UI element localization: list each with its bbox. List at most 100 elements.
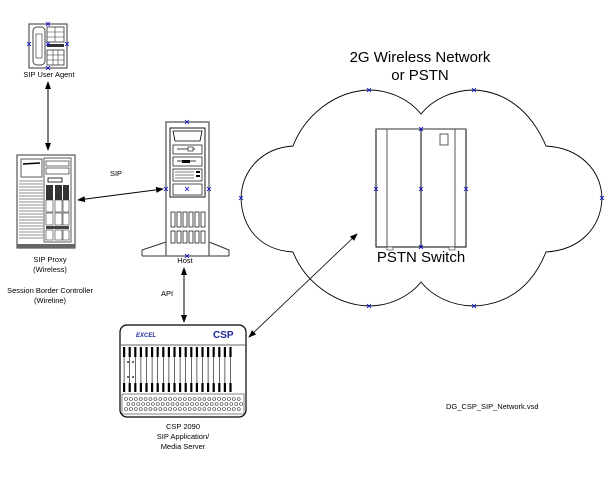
card-slot-top [123,347,126,357]
vent-hole [124,407,128,411]
vent-hole [175,402,180,406]
sip-proxy-label: SIP Proxy [33,255,67,264]
card-slot-bottom [167,383,170,392]
vent-hole [197,407,202,411]
server-rack-icon [16,154,76,249]
card-slot-bottom [218,383,221,392]
vent-hole [178,397,182,401]
card-slot-bottom [195,383,198,392]
connection-point-marker [471,87,477,93]
vent-hole [124,397,128,401]
connection-point-marker [471,303,477,309]
card-slot-top [223,347,226,357]
card-slot-top [190,347,193,357]
card-slot-bottom [184,383,187,392]
vent-hole [202,397,207,401]
vent-hole [178,407,182,411]
vent-hole [143,397,148,401]
led [132,376,134,378]
connection-point-marker [26,41,32,47]
vent-hole [234,402,238,406]
connection-point-marker [184,253,190,259]
vent-hole [153,407,158,411]
card-slot-bottom [212,383,215,392]
led [127,361,129,363]
card-slot-top [173,347,176,357]
card-slot-bottom [139,383,142,392]
vent-hole [129,407,133,411]
api-edge-label: API [160,289,174,298]
vent-hole [180,402,185,406]
sip-proxy-sublabel: (Wireless) [33,265,67,274]
sbc-label: Session Border Controller [7,286,93,295]
filename-label: DG_CSP_SIP_Network.vsd [446,402,539,411]
connection-point-marker [599,195,605,201]
vent-hole [227,397,231,401]
vent-hole [207,407,212,411]
vent-hole [212,397,216,401]
card-slot-bottom [201,383,204,392]
connection-point-marker [238,195,244,201]
vent-hole [236,397,241,401]
connection-point-marker [184,119,190,125]
vent-hole [173,397,177,401]
vent-hole [229,402,234,406]
vent-hole [224,402,229,406]
vent-hole [141,402,145,406]
vent-hole [148,407,153,411]
vent-hole [222,407,226,411]
csp-label: CSP 2090 [165,422,201,431]
connection-point-marker [206,186,212,192]
edge-csp-pstn [248,233,358,338]
connection-point-marker [45,21,51,27]
card-slot-top [184,347,187,357]
card-slots [123,347,232,392]
card-slot-bottom [229,383,232,392]
sip-edge-label: SIP [109,169,123,178]
connection-point-marker [463,186,469,192]
card-slot-top [162,347,165,357]
connection-point-marker [163,186,169,192]
card-slot-bottom [156,383,159,392]
tower-server-icon [141,121,230,257]
pstn-switch-label: PSTN Switch [376,249,466,266]
connection-point-marker [64,41,70,47]
led [132,361,134,363]
ip-phone-icon [28,23,68,69]
vent-hole [156,402,160,406]
card-slot-bottom [123,383,126,392]
vent-hole [209,402,214,406]
vent-hole [138,407,143,411]
card-slot-top [156,347,159,357]
vent-hole [187,407,192,411]
vent-hole [129,397,133,401]
vent-hole [183,397,187,401]
card-slot-top [218,347,221,357]
vent-hole [136,402,140,406]
connection-point-marker [418,244,424,250]
vent-hole [131,402,136,406]
vent-hole [232,397,236,401]
network-label: 2G Wireless Network [349,49,491,66]
vent-hole [163,407,167,411]
card-slot-top [128,347,131,357]
card-slot-top [212,347,215,357]
connection-point-marker [366,87,372,93]
card-slot-top [207,347,210,357]
chassis-icon: EXCEL CSP [119,324,247,418]
connection-point-marker [373,186,379,192]
vent-hole [232,407,236,411]
vent-hole [143,407,148,411]
vent-hole [205,402,209,406]
csp-sublabel-1: SIP Application/ [156,432,210,441]
vent-hole [217,397,221,401]
vent-hole [146,402,150,406]
vent-hole [170,402,175,406]
connection-point-marker [45,41,51,47]
card-slot-bottom [207,383,210,392]
card-slot-bottom [162,383,165,392]
led [127,376,129,378]
sip-user-agent-label: SIP User Agent [23,70,75,79]
card-slot-bottom [173,383,176,392]
